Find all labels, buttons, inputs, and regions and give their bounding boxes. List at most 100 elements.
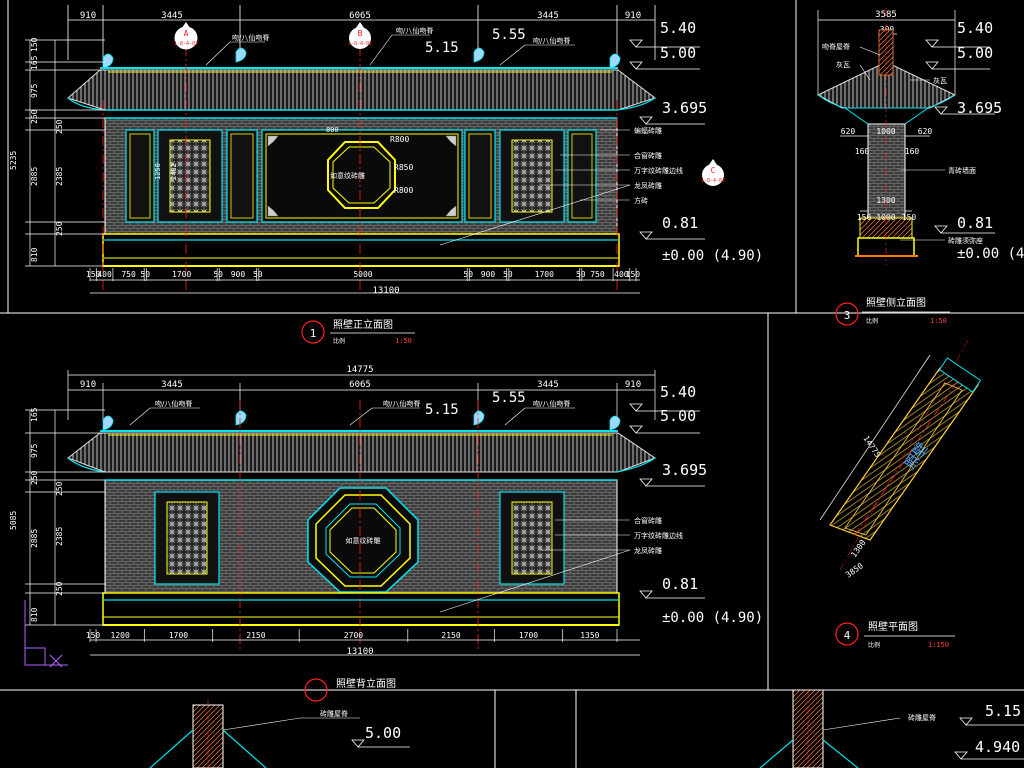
front-label-1: 吻/八仙吻脊	[396, 26, 433, 35]
front-octagon	[327, 141, 396, 209]
plan-number: 4	[844, 629, 851, 642]
front-dim-bottom-15: 400	[614, 270, 629, 279]
front-dim-top-4: 910	[625, 11, 641, 21]
plan-view[interactable]: 照壁 14775 1300 3850 4 照壁平面图 比例 1:150	[819, 339, 982, 649]
back-level-2: 3.695	[662, 461, 707, 479]
side-level-symbols	[925, 39, 995, 234]
detail-level-0: 5.00	[365, 724, 401, 742]
front-label-2: 蝙蝠砖雕	[634, 126, 662, 135]
front-dim-bottom-6: 900	[231, 270, 246, 279]
detail-label-1: 砖雕屋脊	[908, 713, 936, 722]
back-dim-bottom-5: 2150	[441, 631, 460, 640]
side-top-sub: 300	[880, 25, 895, 34]
front-ridge-level: 5.55	[492, 27, 526, 43]
front-dim-bottom-11: 50	[503, 270, 513, 279]
front-elevation[interactable]: 910 3445 6065 3445 910	[9, 5, 763, 345]
back-level-3: 0.81	[662, 575, 698, 593]
back-label-0: 吻/八仙吻脊	[155, 399, 192, 408]
back-level-1: 5.00	[660, 407, 696, 425]
side-level-1: 5.00	[957, 44, 993, 62]
front-left-total: 5235	[9, 151, 18, 170]
detail-label-0: 砖雕屋脊	[320, 709, 348, 718]
back-total-width: 14775	[346, 365, 373, 375]
plan-title-block: 4 照壁平面图 比例 1:150	[835, 620, 955, 649]
back-left-dim-1: 975	[30, 443, 39, 458]
side-label-4: 砖雕须弥座	[948, 236, 983, 245]
back-left-dim-lines	[25, 409, 105, 626]
bottom-details[interactable]: 砖雕屋脊 5.00 砖雕屋脊 5.15 4.940	[149, 689, 1024, 768]
front-level-0-81: 0.81	[662, 214, 698, 232]
front-radius-2: R800	[394, 186, 413, 195]
front-left-dim-3: 250	[30, 109, 39, 124]
side-title-number: 3	[844, 309, 851, 322]
front-section-marker-a[interactable]: A 1-8-4-02	[174, 22, 198, 50]
detail-level-2: 4.940	[975, 738, 1020, 756]
front-dim-bottom-3: 50	[140, 270, 150, 279]
front-center-label: 如意纹砖雕	[330, 171, 365, 180]
side-elevation[interactable]: 3585 300 620 1000 620 160 160 1300 150 1…	[816, 8, 1024, 326]
back-leader-lines	[129, 407, 631, 613]
back-ridge-level: 5.55	[492, 390, 526, 406]
front-dim-top-2: 6065	[349, 11, 371, 21]
side-base-dim-2: 150	[902, 213, 917, 222]
svg-text:C: C	[711, 166, 716, 175]
side-leader-lines	[859, 46, 945, 241]
front-dim-top-3: 3445	[537, 11, 559, 21]
front-level-3-695: 3.695	[662, 99, 707, 117]
front-leader-lines	[205, 34, 631, 246]
plan-scale-prefix: 比例	[868, 641, 880, 649]
front-roof	[67, 69, 657, 111]
front-label-5: 龙凤砖雕	[634, 181, 662, 190]
back-label-2: 吻/八仙吻脊	[533, 399, 570, 408]
back-dim-top-4: 910	[625, 380, 641, 390]
back-base	[102, 592, 620, 626]
side-label-3: 青砖墙面	[948, 166, 976, 175]
side-scale-prefix: 比例	[866, 317, 878, 325]
back-dim-bottom-4: 2700	[344, 631, 363, 640]
front-level-5-00: 5.00	[660, 44, 696, 62]
back-bottom-dim-lines	[90, 639, 640, 656]
back-dim-bottom-0: 150	[86, 631, 101, 640]
front-dim-bottom-2: 750	[121, 270, 136, 279]
front-dim-bottom-10: 900	[481, 270, 496, 279]
detail-level-1: 5.15	[985, 702, 1021, 720]
front-left-dim-2: 975	[30, 83, 39, 98]
svg-text:B: B	[358, 29, 363, 38]
front-left-dim-lines	[25, 39, 105, 267]
side-base-dim-0: 150	[857, 213, 872, 222]
back-level-0: 5.40	[660, 383, 696, 401]
side-level-0: 5.40	[957, 19, 993, 37]
front-dim-bottom-13: 50	[576, 270, 586, 279]
svg-text:1-8-4-02: 1-8-4-02	[348, 41, 372, 47]
front-left-dim-0: 150	[30, 37, 39, 52]
front-radius-0: R800	[390, 135, 409, 144]
back-elevation[interactable]: 14775 910 3445 6065 3445 910 如意纹砖雕	[9, 365, 763, 702]
front-radius-1: R850	[394, 163, 413, 172]
side-level-3: 0.81	[957, 214, 993, 232]
back-dim-top-3: 3445	[537, 380, 559, 390]
back-dim-bottom-3: 2150	[246, 631, 265, 640]
front-dim-bottom-16: 150	[626, 270, 641, 279]
front-label-1b: 吻/八仙吻脊	[533, 36, 570, 45]
side-mid-dim-2: 620	[918, 127, 933, 136]
front-left-dim-6: 250	[55, 221, 64, 236]
back-left-dim-3: 250	[55, 481, 64, 496]
front-dim-bottom-9: 50	[463, 270, 473, 279]
back-level-symbols	[629, 403, 705, 599]
back-dim-bottom-1: 1200	[111, 631, 130, 640]
front-dim-bottom-7: 50	[253, 270, 263, 279]
front-section-marker-c[interactable]: C 1-8-4-02	[701, 159, 725, 186]
front-dim-bottom-0: 150	[86, 270, 101, 279]
front-axis-lines	[102, 28, 618, 290]
front-dim-top-1: 3445	[161, 11, 183, 21]
plan-scale: 1:150	[928, 641, 949, 649]
front-ridge-level-2: 5.15	[425, 40, 459, 56]
side-label-0: 吻脊屋脊	[822, 42, 850, 51]
back-label-3: 合窗砖雕	[634, 516, 662, 525]
front-dim-bottom-4: 1700	[172, 270, 191, 279]
back-dim-bottom-7: 1350	[580, 631, 599, 640]
front-section-marker-b[interactable]: B 1-8-4-02	[348, 22, 372, 49]
back-axis-lines	[239, 400, 479, 650]
